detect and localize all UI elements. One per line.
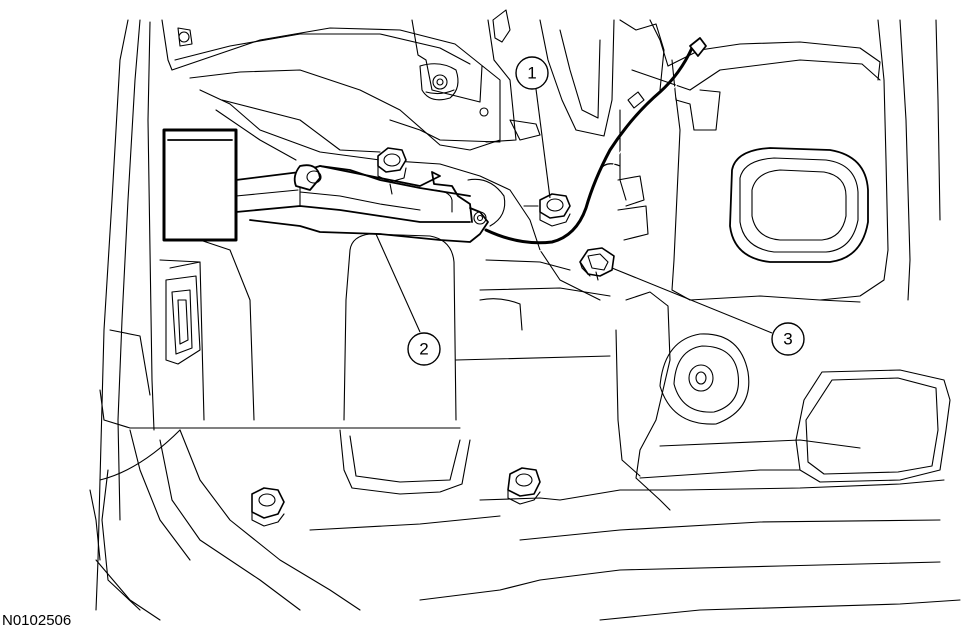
- sensor-wire-harness: [484, 37, 707, 252]
- oval-access-hole: [729, 147, 869, 263]
- callout-1-label: 1: [527, 64, 536, 83]
- sensor-arm: [235, 164, 489, 243]
- lower-left-bolt: [251, 487, 285, 527]
- round-grommet: [659, 333, 750, 425]
- upper-left-bolt: [377, 147, 407, 195]
- left-latch-bracket: [165, 261, 201, 365]
- callout-2: 2: [375, 233, 441, 366]
- callout-2-label: 2: [419, 340, 428, 359]
- figure-id-label: N0102506: [2, 612, 72, 629]
- fastener-bolt: [523, 193, 571, 227]
- callout-1: 1: [515, 56, 551, 199]
- lower-center-bolt: [507, 467, 541, 505]
- retaining-clip: [579, 247, 615, 281]
- callout-3: 3: [611, 267, 805, 356]
- upper-panel: [161, 9, 541, 161]
- callout-3-label: 3: [783, 330, 792, 349]
- left-pillar-panel: [95, 19, 461, 621]
- lower-right-panel: [519, 291, 961, 621]
- sensor-block: [162, 128, 238, 242]
- lower-sill: [89, 429, 561, 611]
